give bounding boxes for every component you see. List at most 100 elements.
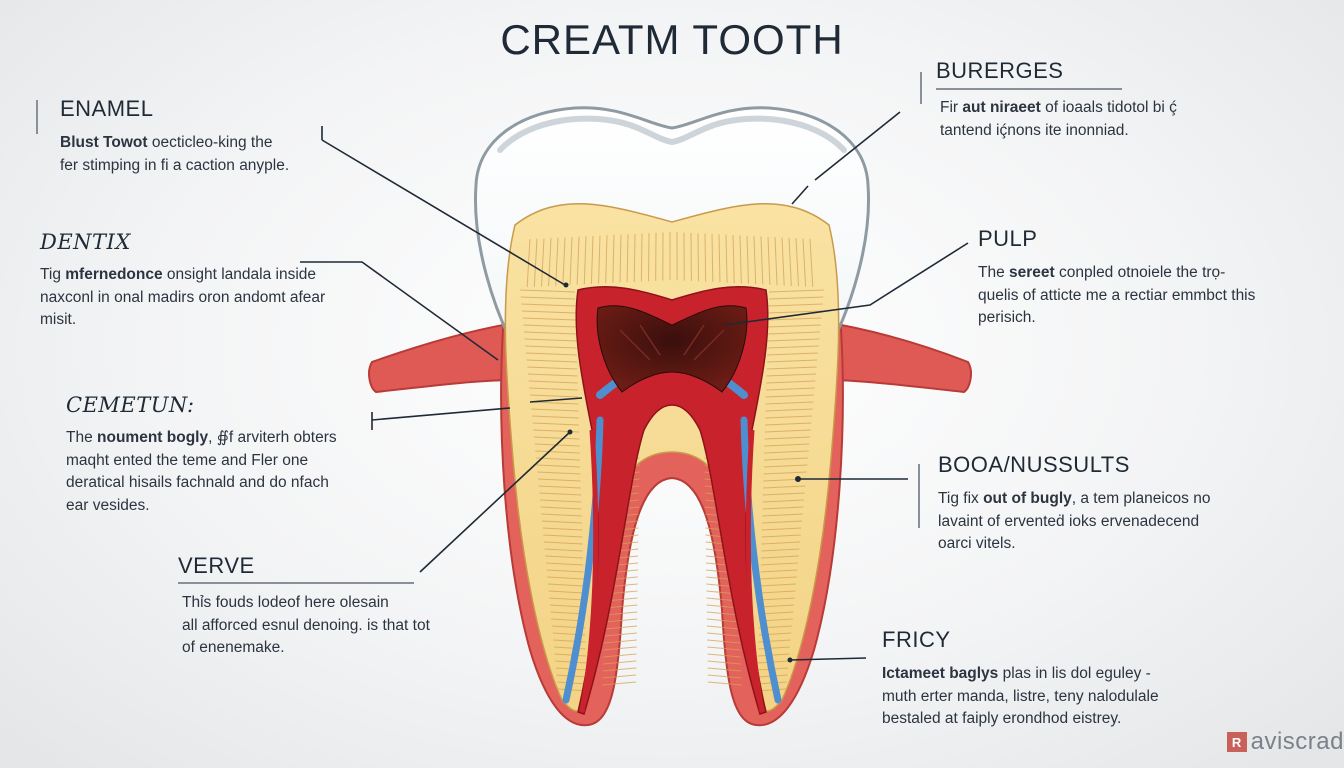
tubule-line [765,415,813,419]
tubule-line [718,234,721,283]
tubule-line [527,366,578,370]
label-verve: VERVE [178,553,255,589]
tubule-line [545,555,584,559]
tubule-line [795,238,799,287]
label-boon: BOOA/NUSSULTS Tig fix out of bugly, a te… [938,452,1210,556]
tubule-line [529,387,578,391]
tubule-line [539,492,582,496]
pulp-heading: PULP [978,226,1038,251]
tubule-line [763,457,809,461]
tubule-line [602,681,637,686]
tubule-line [543,541,583,545]
nerve-canal-right [740,416,782,704]
tubule-line [562,237,566,286]
tubule-line [604,611,638,616]
page-title: CREATM TOOTH [500,16,844,63]
tubule-line [707,667,742,672]
tubule-line [525,345,577,349]
tubule-line [739,235,742,284]
tubule-line [523,331,577,335]
tubule-line [524,338,577,342]
tubule-line [604,625,638,630]
tubule-line [521,303,576,307]
tubule-line [598,235,601,284]
fricy-text: Ictameet baglys plas in lis dol eguley -… [882,665,1159,727]
gum-left [368,320,522,394]
tubule-line [767,345,819,349]
tubule-line [603,639,637,644]
leader-pulp [723,242,969,326]
leader-verve [419,431,571,573]
tubule-line [548,590,585,594]
tubule-line [764,429,811,433]
tubule-line [543,534,583,538]
tubule-line [529,394,579,398]
tubule-line [767,331,821,335]
tubule-line [765,401,814,405]
nerve-canal-left [562,416,604,704]
enamel-accent [36,100,38,134]
tubule-line [536,464,581,468]
dentix-heading: DENTIX [40,230,131,254]
leader-burerges [791,111,901,205]
burerges-accent [920,72,922,104]
tubule-line [541,520,582,524]
tubule-line [759,597,795,601]
tubule-line [697,233,700,282]
tubule-line [725,234,728,283]
tubule-line [546,569,584,573]
tubule-line [762,492,805,496]
tubule-line [590,235,594,284]
tubule-line [549,604,585,608]
tubule-line [531,415,579,419]
label-burerges-text: Fir aut niraeet of ioaals tidotol bi ḉ t… [940,97,1177,142]
tubule-line [603,646,637,651]
tubule-line [533,238,538,287]
tubule-line [525,352,577,356]
tubule-line [540,238,545,287]
watermark-logo: R aviscrad [1226,728,1344,756]
fricy-heading: FRICY [882,627,951,652]
tubule-line [761,541,801,545]
tubule-line [760,583,797,587]
tubule-line [521,310,576,314]
tubule-line [707,646,741,651]
tubule-line [555,237,559,286]
pulp-text: The sereet conpled otnoiele the trọ- que… [978,264,1256,326]
logo-text: aviscrad [1250,728,1344,755]
tubule-line [763,464,808,468]
tubule-line [707,674,742,679]
tubule-line [554,653,586,657]
tubule-line [547,583,584,587]
tubule-line [762,520,803,524]
tubule-line [766,373,817,377]
label-fricy: FRICY Ictameet baglys plas in lis dol eg… [882,627,1159,731]
leader-fricy [789,657,867,661]
tubule-line [764,443,810,447]
label-dentix: DENTIX Tig mfernedonce onsight landala i… [40,230,325,332]
dentix-text: Tig mfernedonce onsight landala inside n… [40,266,326,328]
pulp-core [596,305,748,393]
tubule-line [760,562,799,566]
burerges-text: Fir aut niraeet of ioaals tidotol bi ḉ t… [940,99,1177,139]
tubule-line [602,674,637,679]
tubule-line [766,359,818,363]
tubule-line [763,471,807,475]
tubule-line [605,235,608,284]
tubule-line [768,289,825,293]
tubule-line [764,436,811,440]
verve-heading: VERVE [178,553,255,578]
tubule-line [633,233,636,282]
tubule-line [540,506,582,510]
tubule-line [549,597,585,601]
label-pulp: PULP The sereet conpled otnoiele the trọ… [978,226,1255,330]
tubule-line [781,237,785,286]
tubule-line [535,450,580,454]
tubule-line [706,618,740,623]
tubule-line [530,401,579,405]
tubule-line [527,373,578,377]
tubule-line [553,646,586,650]
tubule-line [768,310,823,314]
tubule-line [762,513,803,517]
